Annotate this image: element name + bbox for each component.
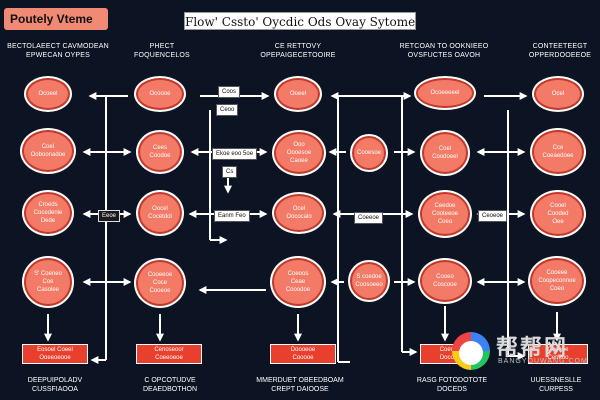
watermark-text: 帮帮网 <box>496 335 569 360</box>
diagram-title: Flow' Cssto' Oycdic Ods Ovay Sytome <box>184 12 416 30</box>
watermark-subtext: BANGYOUWANG.COM <box>498 358 588 365</box>
arrow-label-7: Coeeoe <box>354 212 384 224</box>
arrow-label-4: Cs <box>222 166 238 178</box>
node-c4-r1[interactable]: Ocoeeeeel <box>414 76 476 110</box>
arrow-label-3: Ekoe eoo 5oe <box>212 148 258 160</box>
arrow-label-2: Ceoo <box>216 104 239 116</box>
watermark-search-icon <box>452 332 490 370</box>
node-c1-r1[interactable]: Ocoeel <box>24 76 72 112</box>
node-c3-r1[interactable]: Ooeel <box>274 76 322 112</box>
arrow-label-5: Eanm Feo <box>214 210 250 222</box>
arrow-label-8: Ceoeoe <box>478 210 508 222</box>
watermark-logo: 帮帮网 BANGYOUWANG.COM <box>452 330 592 376</box>
node-c2-r1[interactable]: Ocoooe <box>134 76 186 112</box>
arrow-label-6: Eeoe <box>98 210 121 222</box>
small-node-1[interactable]: Cooesoe <box>350 134 388 172</box>
node-c5-r1[interactable]: Ocel <box>532 76 584 112</box>
badge: Poutely Vteme <box>4 8 108 30</box>
arrow-label-1: Coos <box>218 86 241 98</box>
